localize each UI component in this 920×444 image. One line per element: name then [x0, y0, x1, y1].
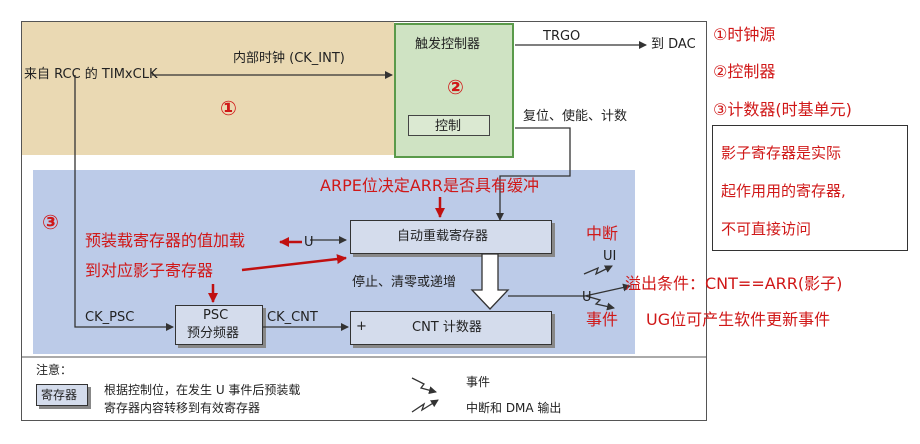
event-annotation: 事件: [586, 310, 619, 329]
plus-label: +: [356, 319, 367, 334]
cnt-counter-box: [350, 311, 552, 345]
region-number-3: ③: [42, 210, 59, 234]
register-legend-box: [36, 384, 88, 406]
interrupt-annotation: 中断: [586, 224, 619, 243]
overflow-annotation: 溢出条件：CNT==ARR(影子): [625, 274, 843, 293]
arpe-annotation: ARPE位决定ARR是否具有缓冲: [320, 176, 540, 195]
shadow-note-line3: 不可直接访问: [721, 220, 812, 238]
shadow-note-line2: 起作用用的寄存器,: [721, 182, 846, 200]
u-event-label-1: U: [304, 235, 314, 250]
control-label: 控制: [435, 119, 462, 134]
legend-counter: ③计数器(时基单元): [713, 100, 852, 119]
ck-cnt-label: CK_CNT: [267, 310, 318, 325]
diagram-frame: [21, 21, 707, 421]
region-number-1: ①: [220, 96, 237, 120]
notes-title: 注意：: [36, 363, 73, 377]
internal-clock-label: 内部时钟 (CK_INT): [233, 51, 345, 66]
register-desc-line2: 寄存器内容转移到有效寄存器: [104, 401, 261, 415]
prescaler-label: 预分频器: [187, 326, 240, 341]
clock-input-label: 来自 RCC 的 TIMxCLK: [24, 67, 158, 82]
event-legend-label: 事件: [466, 375, 491, 389]
trigger-controller-label: 触发控制器: [415, 37, 481, 52]
reset-enable-count-label: 复位、使能、计数: [523, 109, 628, 124]
psc-label: PSC: [203, 308, 229, 323]
stop-clear-inc-label: 停止、清零或递增: [352, 275, 457, 290]
trgo-label: TRGO: [543, 29, 581, 44]
register-legend-label: 寄存器: [41, 388, 78, 402]
psc-prescaler-box: [175, 305, 263, 345]
preload-annotation-line2: 到对应影子寄存器: [85, 261, 214, 280]
to-dac-label: 到 DAC: [651, 37, 696, 52]
ug-annotation: UG位可产生软件更新事件: [646, 310, 831, 329]
register-desc-line1: 根据控制位，在发生 U 事件后预装载: [104, 383, 301, 397]
u-event-label-2: U: [582, 290, 592, 305]
legend-clock-source: ①时钟源: [713, 25, 776, 44]
shadow-register-note-box: [712, 125, 908, 251]
auto-reload-register-box: [350, 220, 552, 254]
control-box: [408, 115, 490, 136]
cnt-counter-label: CNT 计数器: [412, 320, 482, 335]
interrupt-legend-label: 中断和 DMA 输出: [466, 401, 562, 415]
legend-controller: ②控制器: [713, 62, 776, 81]
region-number-2: ②: [447, 75, 464, 99]
ui-label: UI: [603, 249, 617, 264]
clock-source-region: [22, 22, 394, 155]
ck-psc-label: CK_PSC: [85, 310, 135, 325]
auto-reload-register-label: 自动重载寄存器: [397, 229, 489, 244]
shadow-note-line1: 影子寄存器是实际: [721, 144, 842, 162]
preload-annotation-line1: 预装载寄存器的值加载: [85, 231, 246, 250]
